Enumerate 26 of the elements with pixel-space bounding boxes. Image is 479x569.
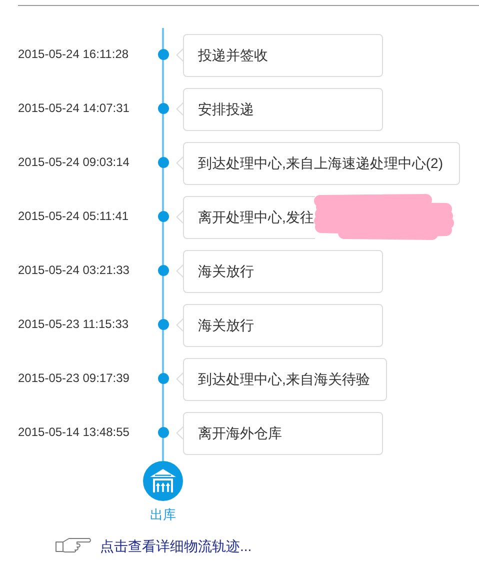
timestamp: 2015-05-14 13:48:55 (18, 425, 130, 439)
timestamp: 2015-05-24 05:11:41 (18, 209, 129, 223)
status-text: 到达处理中心,来自上海速递处理中心(2) (198, 155, 443, 172)
status-bubble (183, 250, 383, 293)
status-text: 海关放行 (198, 317, 254, 334)
status-bubble (183, 88, 383, 131)
status-bubble (183, 34, 383, 77)
timestamp: 2015-05-23 09:17:39 (18, 371, 130, 385)
status-text: 离开海外仓库 (198, 425, 282, 442)
status-bubble (183, 142, 460, 185)
timestamp: 2015-05-24 09:03:14 (18, 155, 130, 169)
status-text: 海关放行 (198, 263, 254, 280)
status-text: 离开处理中心,发往 (198, 209, 314, 226)
status-text: 到达处理中心,来自海关待验 (198, 371, 370, 388)
status-bubble (183, 412, 383, 455)
status-text: 投递并签收 (198, 47, 268, 64)
timestamp: 2015-05-23 11:15:33 (18, 317, 129, 331)
status-bubble (183, 304, 383, 347)
status-bubble (183, 196, 315, 239)
status-text: 安排投递 (198, 101, 254, 118)
details-link: 点击查看详细物流轨迹... (100, 538, 252, 555)
timestamp: 2015-05-24 03:21:33 (18, 263, 130, 277)
node-label: 出库 (150, 507, 176, 522)
timestamp: 2015-05-24 16:11:28 (18, 47, 129, 61)
status-bubble (183, 358, 387, 401)
timestamp: 2015-05-24 14:07:31 (18, 101, 130, 115)
